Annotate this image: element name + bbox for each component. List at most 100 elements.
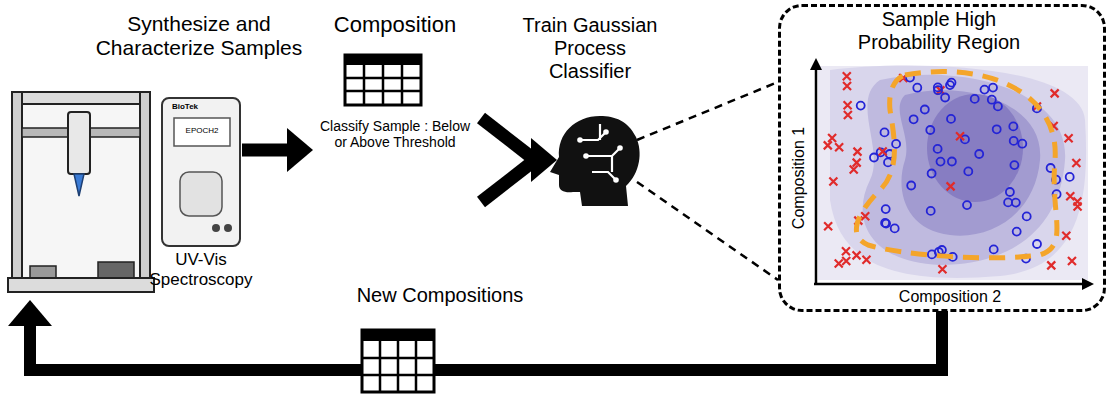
table-icon [345, 55, 421, 105]
connector-line [30, 324, 362, 370]
robot-post [12, 92, 22, 288]
positive-sample [1010, 137, 1018, 145]
negative-sample [862, 256, 870, 264]
contour-band [830, 65, 1086, 277]
negative-sample [842, 247, 850, 255]
positive-sample [882, 205, 890, 213]
positive-sample [941, 94, 949, 102]
positive-sample [937, 158, 945, 166]
vial-rack [30, 266, 56, 278]
positive-sample [1066, 173, 1074, 181]
circuit-lines [580, 124, 620, 180]
positive-sample [963, 201, 971, 209]
positive-sample [1004, 198, 1012, 206]
step-title: Sample High Probability Region [847, 8, 1031, 54]
positive-sample [1010, 161, 1018, 169]
circuit-node [577, 137, 583, 143]
negative-sample [843, 82, 851, 90]
robot-illustration [8, 92, 154, 292]
well-plate [98, 262, 134, 278]
instrument-label: UV-Vis Spectroscopy [140, 250, 262, 289]
positive-sample [881, 128, 889, 136]
connector-line [481, 160, 535, 202]
connector-line [637, 82, 778, 140]
positive-sample [948, 158, 956, 166]
positive-sample [971, 95, 979, 103]
step-group: CompositionClassify Sample : Below or Ab… [315, 10, 475, 170]
zoom-lines [637, 82, 778, 280]
positive-sample [907, 182, 915, 190]
flow-arrow [8, 300, 362, 370]
table-icon [362, 330, 434, 392]
connector-line [481, 118, 535, 160]
negative-sample [1051, 89, 1059, 97]
circuit-node [617, 145, 623, 151]
step-group: Synthesize and Characterize Samples [8, 8, 310, 300]
device-marking: BioTek [165, 102, 205, 111]
sample-points [824, 72, 1082, 273]
positive-sample [964, 167, 972, 175]
negative-sample [842, 257, 850, 265]
flow-arrow [435, 311, 942, 370]
robot-top-beam [12, 92, 150, 104]
connector-line [637, 182, 778, 280]
positive-sample [910, 115, 918, 123]
step-title: Train Gaussian Process Classifier [510, 14, 670, 83]
positive-sample [884, 158, 892, 166]
positive-sample [921, 106, 929, 114]
device-marking: EPOCH2 [176, 126, 228, 135]
plot-axes [814, 66, 1086, 284]
circuit-node [613, 177, 619, 183]
arrowhead [8, 300, 52, 326]
positive-sample [1023, 212, 1031, 220]
circuit-node [583, 153, 589, 159]
negative-sample [824, 222, 832, 230]
robot-base [8, 278, 154, 292]
connector-line [242, 144, 289, 157]
positive-sample [989, 84, 997, 92]
positive-sample [1012, 199, 1020, 207]
arrowhead [531, 138, 557, 182]
positive-sample [981, 86, 989, 94]
arrowhead [287, 128, 313, 172]
positive-sample [934, 145, 942, 153]
positive-sample [1009, 122, 1017, 130]
contour-band [900, 90, 1041, 235]
step-title: Synthesize and Characterize Samples [82, 12, 316, 60]
positive-sample [934, 83, 942, 91]
robot-back [22, 104, 140, 278]
negative-sample [1072, 159, 1080, 167]
axis-arrowhead [810, 58, 822, 70]
negative-sample [1047, 261, 1055, 269]
reader-body [162, 98, 240, 246]
decision-boundary [856, 72, 1057, 258]
positive-sample [1018, 140, 1026, 148]
negative-sample [843, 72, 851, 80]
contour-core [927, 94, 1023, 202]
flow-arrow [481, 118, 557, 202]
negative-sample [844, 101, 852, 109]
reader-button [224, 224, 232, 232]
step-note: Classify Sample : Below or Above Thresho… [315, 118, 475, 150]
negative-sample [828, 134, 836, 142]
negative-sample [879, 148, 887, 156]
reader-button [212, 224, 220, 232]
table-frame [345, 55, 421, 105]
positive-sample [1006, 188, 1014, 196]
negative-sample [1074, 202, 1082, 210]
positive-sample [927, 207, 935, 215]
robot-post [140, 92, 150, 288]
negative-sample [1066, 192, 1074, 200]
step-title: New Compositions [345, 284, 535, 307]
pipette-head [68, 112, 90, 174]
negative-sample [824, 141, 832, 149]
positive-sample [946, 81, 954, 89]
brain-icon [550, 116, 640, 206]
positive-sample [1033, 240, 1041, 248]
connector-line [435, 311, 942, 370]
table-grid [345, 55, 421, 105]
pipette-tip [74, 174, 84, 196]
negative-sample [853, 148, 861, 156]
zoom-panel: Sample High Probability RegionCompositio… [778, 4, 1106, 312]
reader-display [174, 118, 230, 146]
